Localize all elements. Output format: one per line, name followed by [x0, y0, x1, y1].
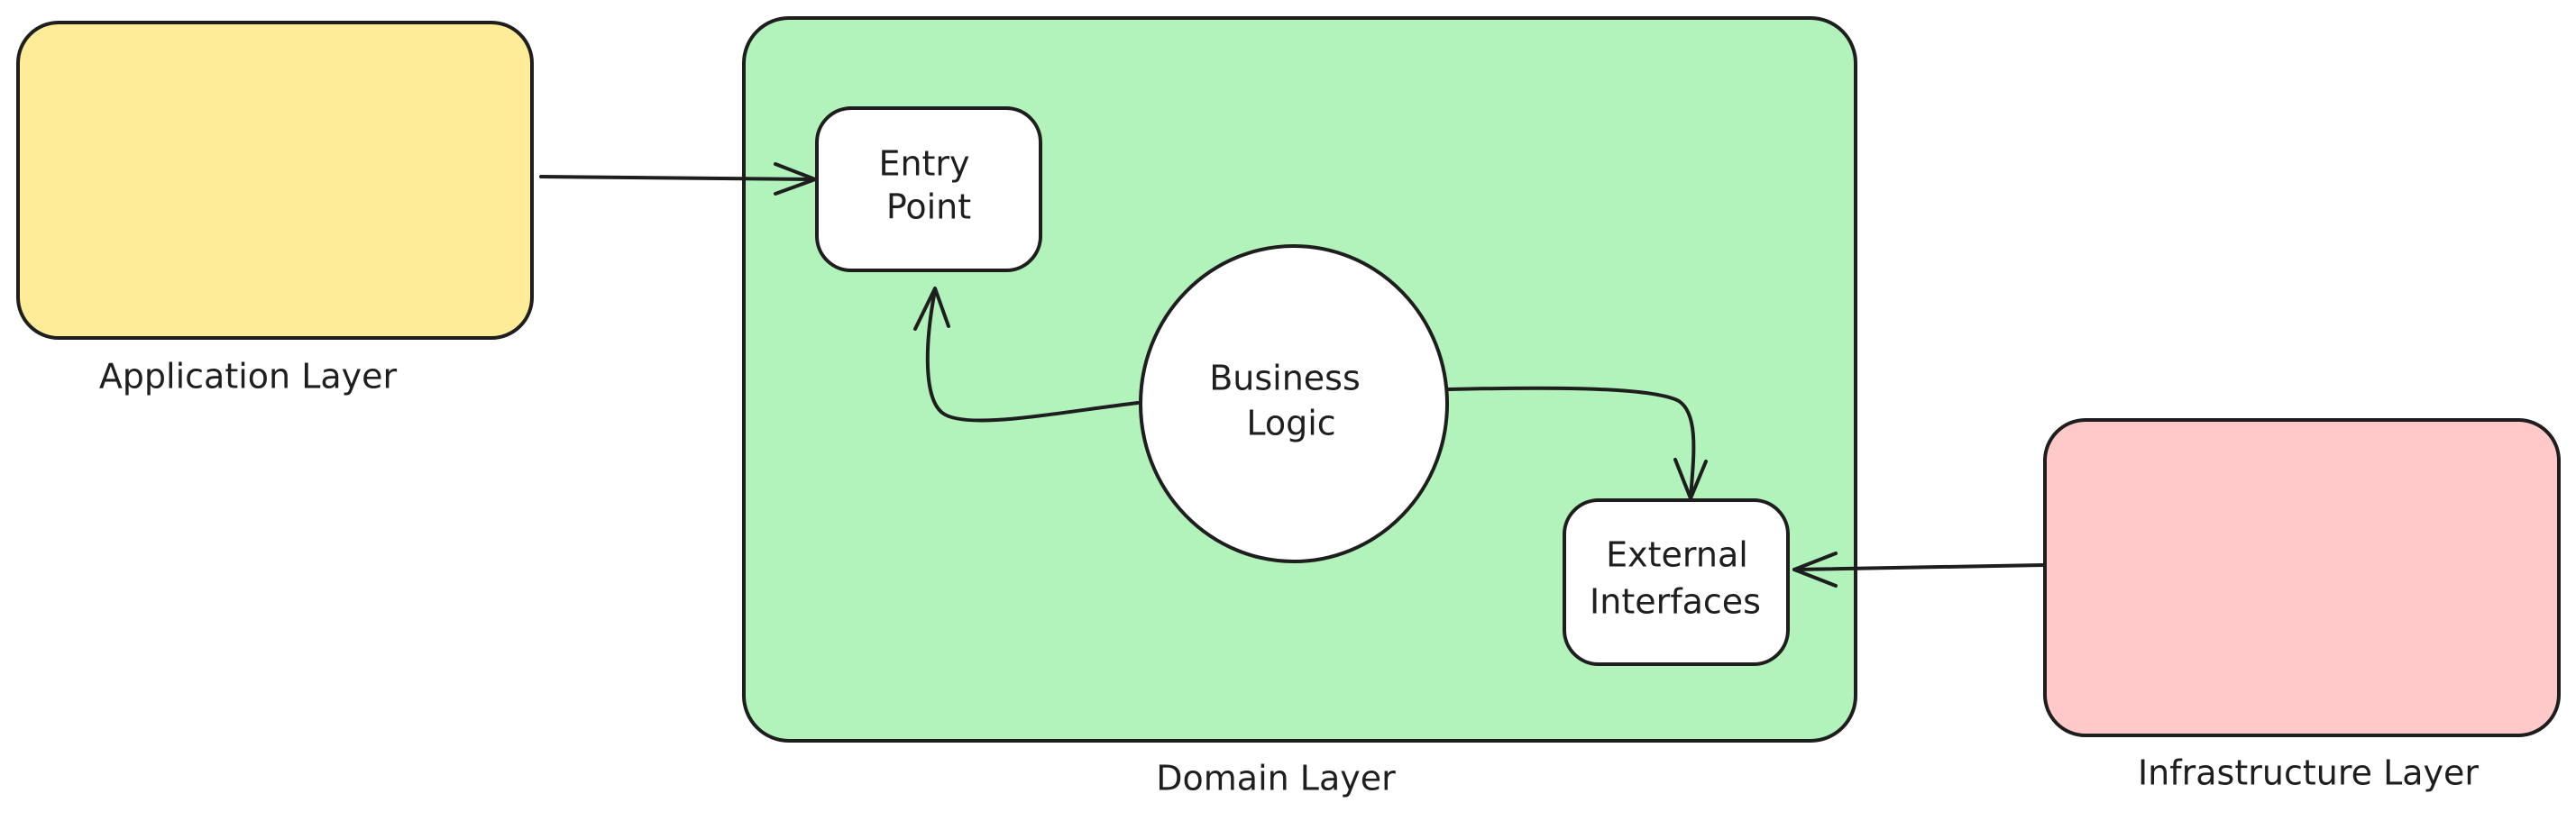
external-interfaces-label-line1: External: [1606, 535, 1748, 575]
application-layer-label: Application Layer: [99, 357, 398, 397]
external-interfaces-box: [1563, 498, 1790, 666]
business-logic-label-line2: Logic: [1246, 404, 1335, 443]
external-interfaces-label-line2: Interfaces: [1590, 582, 1761, 622]
arrow-infrastructure-to-external-interfaces: [1792, 552, 2045, 588]
business-logic-node[interactable]: Business Logic: [1139, 244, 1449, 563]
infrastructure-layer-box[interactable]: [2043, 418, 2561, 737]
external-interfaces-node[interactable]: External Interfaces: [1563, 498, 1790, 666]
infrastructure-layer-label: Infrastructure Layer: [2138, 753, 2479, 793]
entry-point-node[interactable]: Entry Point: [815, 106, 1042, 272]
arrow-business-logic-to-entry-point: [913, 287, 1140, 423]
application-layer-box[interactable]: [16, 21, 534, 340]
arrow-application-to-entry-point: [539, 162, 817, 196]
arrow-business-logic-to-external-interfaces: [1447, 386, 1708, 500]
entry-point-label-line1: Entry: [878, 144, 969, 184]
domain-layer-label: Domain Layer: [1156, 759, 1396, 798]
business-logic-circle: [1139, 244, 1449, 563]
entry-point-box: [815, 106, 1042, 272]
entry-point-label-line2: Point: [886, 187, 971, 227]
business-logic-label-line1: Business: [1209, 359, 1361, 398]
